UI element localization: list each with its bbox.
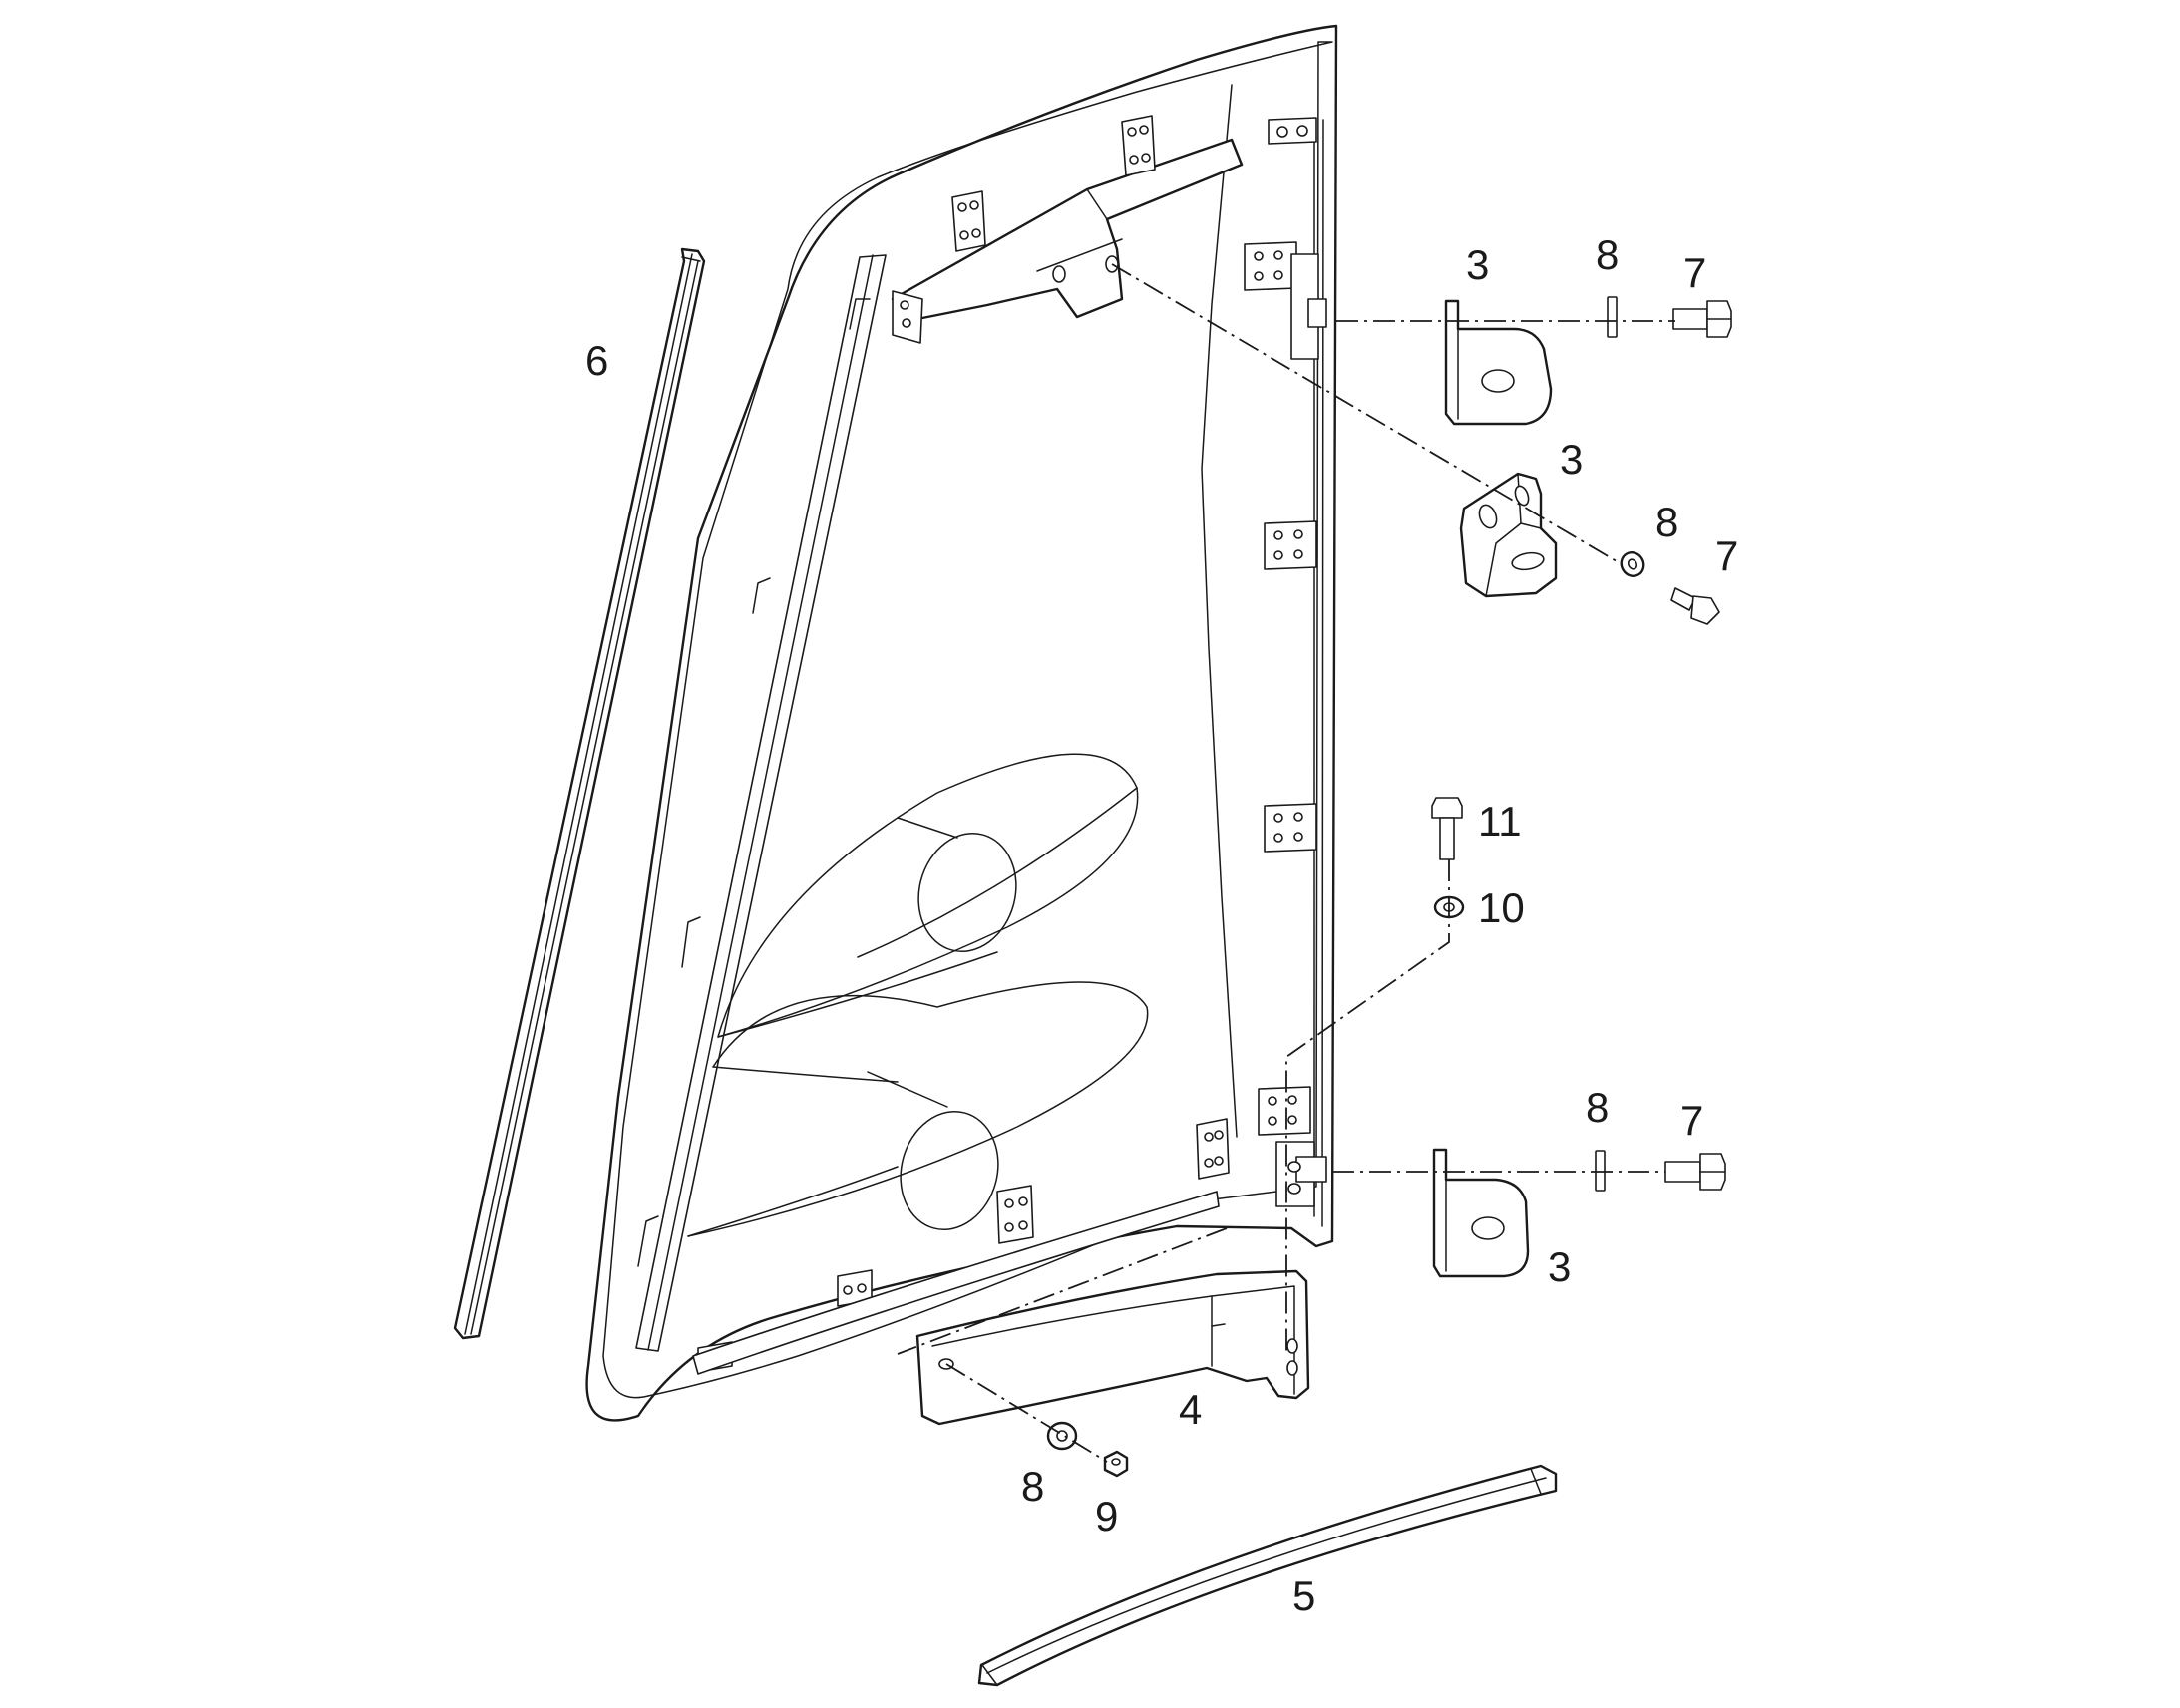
callout-8-middle: 8 (1655, 499, 1678, 545)
assembly-lines (897, 263, 1675, 1463)
upper-bracket (891, 138, 1244, 323)
callout-3-middle: 3 (1560, 436, 1583, 483)
panel-hinge-plates (697, 115, 1317, 1373)
callout-7-upper: 7 (1683, 249, 1706, 296)
callout-4: 4 (1179, 1386, 1202, 1433)
bolts-7 (1664, 300, 1732, 1191)
lower-bracket-4 (915, 1269, 1310, 1426)
seal-strip-5 (977, 1464, 1558, 1687)
callout-11: 11 (1478, 798, 1522, 845)
callout-3-lower: 3 (1548, 1243, 1571, 1290)
callout-9: 9 (1095, 1493, 1118, 1539)
callout-8-lower: 8 (1586, 1084, 1609, 1131)
nut-9 (1103, 1450, 1129, 1478)
panel-bottom-rail (692, 1191, 1220, 1375)
callout-7-lower: 7 (1680, 1097, 1703, 1144)
bracket-3-upper (1444, 299, 1553, 426)
seal-strip-6 (453, 247, 706, 1340)
callout-5: 5 (1292, 1572, 1315, 1619)
callout-6: 6 (585, 337, 608, 384)
callout-8-bottom: 8 (1021, 1463, 1044, 1510)
callout-7-middle: 7 (1715, 532, 1738, 579)
callout-8-upper: 8 (1596, 231, 1619, 278)
callout-10: 10 (1478, 884, 1525, 931)
bracket-3-middle (1459, 472, 1558, 598)
bracket-3-lower (1432, 1148, 1530, 1278)
callout-3-upper: 3 (1466, 241, 1489, 288)
callouts: 3 8 7 3 8 7 6 11 10 8 7 3 4 8 9 5 (585, 231, 1738, 1619)
panel-embossing (687, 753, 1149, 1237)
bolt-11 (1431, 797, 1463, 860)
inner-rail (635, 254, 887, 1352)
